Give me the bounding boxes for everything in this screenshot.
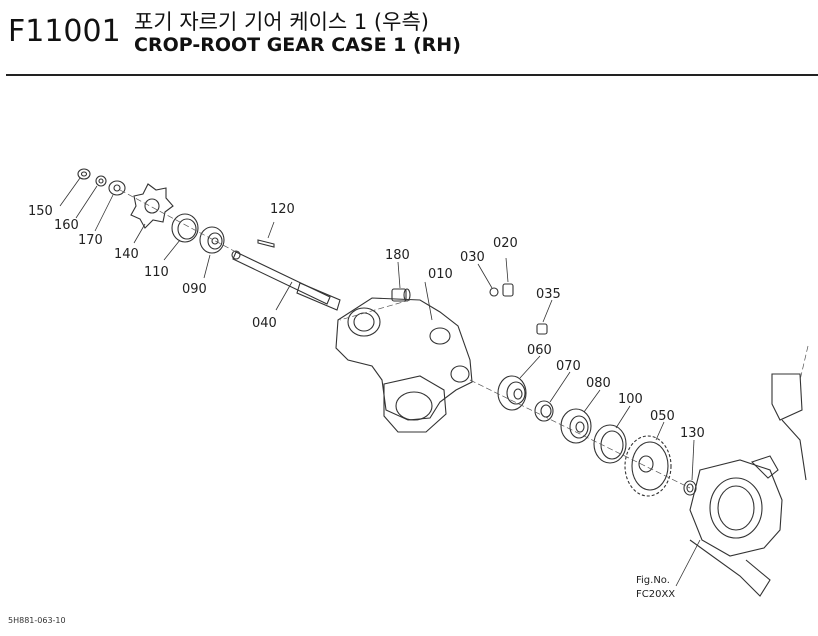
part-030-washer — [489, 287, 499, 297]
label-040: 040 — [252, 316, 277, 331]
label-070: 070 — [556, 359, 581, 374]
label-060: 060 — [527, 343, 552, 358]
header-divider — [6, 74, 818, 76]
label-035: 035 — [536, 287, 561, 302]
label-080: 080 — [586, 376, 611, 391]
label-090: 090 — [182, 282, 207, 297]
fig-ref-line2: FC20XX — [636, 589, 675, 600]
part-070-collar — [534, 400, 554, 422]
part-160-washer — [95, 175, 107, 187]
part-150-nut — [77, 168, 91, 180]
part-050-gear — [624, 435, 672, 497]
document-number: 5H881-063-10 — [8, 616, 66, 625]
part-170-washer — [108, 180, 126, 196]
title-korean: 포기 자르기 기어 케이스 1 (우측) — [134, 10, 429, 34]
label-180: 180 — [385, 248, 410, 263]
label-020: 020 — [493, 236, 518, 251]
label-050: 050 — [650, 409, 675, 424]
label-160: 160 — [54, 218, 79, 233]
title-english: CROP-ROOT GEAR CASE 1 (RH) — [134, 34, 461, 56]
part-080-bearing — [560, 408, 592, 444]
label-170: 170 — [78, 233, 103, 248]
part-090-bearing — [199, 226, 225, 254]
label-030: 030 — [460, 250, 485, 265]
mating-gear-case — [689, 373, 807, 597]
part-060-bevel-gear — [497, 375, 527, 411]
label-010: 010 — [428, 267, 453, 282]
part-040-shaft — [231, 250, 341, 311]
fig-ref-line1: Fig.No. — [636, 575, 670, 586]
label-140: 140 — [114, 247, 139, 262]
label-100: 100 — [618, 392, 643, 407]
label-130: 130 — [680, 426, 705, 441]
part-140-star-wheel — [130, 183, 174, 229]
label-150: 150 — [28, 204, 53, 219]
part-100-circlip — [593, 424, 627, 464]
part-120-key — [257, 239, 275, 248]
label-110: 110 — [144, 265, 169, 280]
part-020-bolt — [502, 283, 514, 297]
part-010-gear-case — [335, 297, 473, 433]
part-035-nipple — [536, 323, 548, 335]
label-120: 120 — [270, 202, 295, 217]
part-110-circlip — [171, 213, 199, 243]
page-code: F11001 — [8, 14, 121, 49]
